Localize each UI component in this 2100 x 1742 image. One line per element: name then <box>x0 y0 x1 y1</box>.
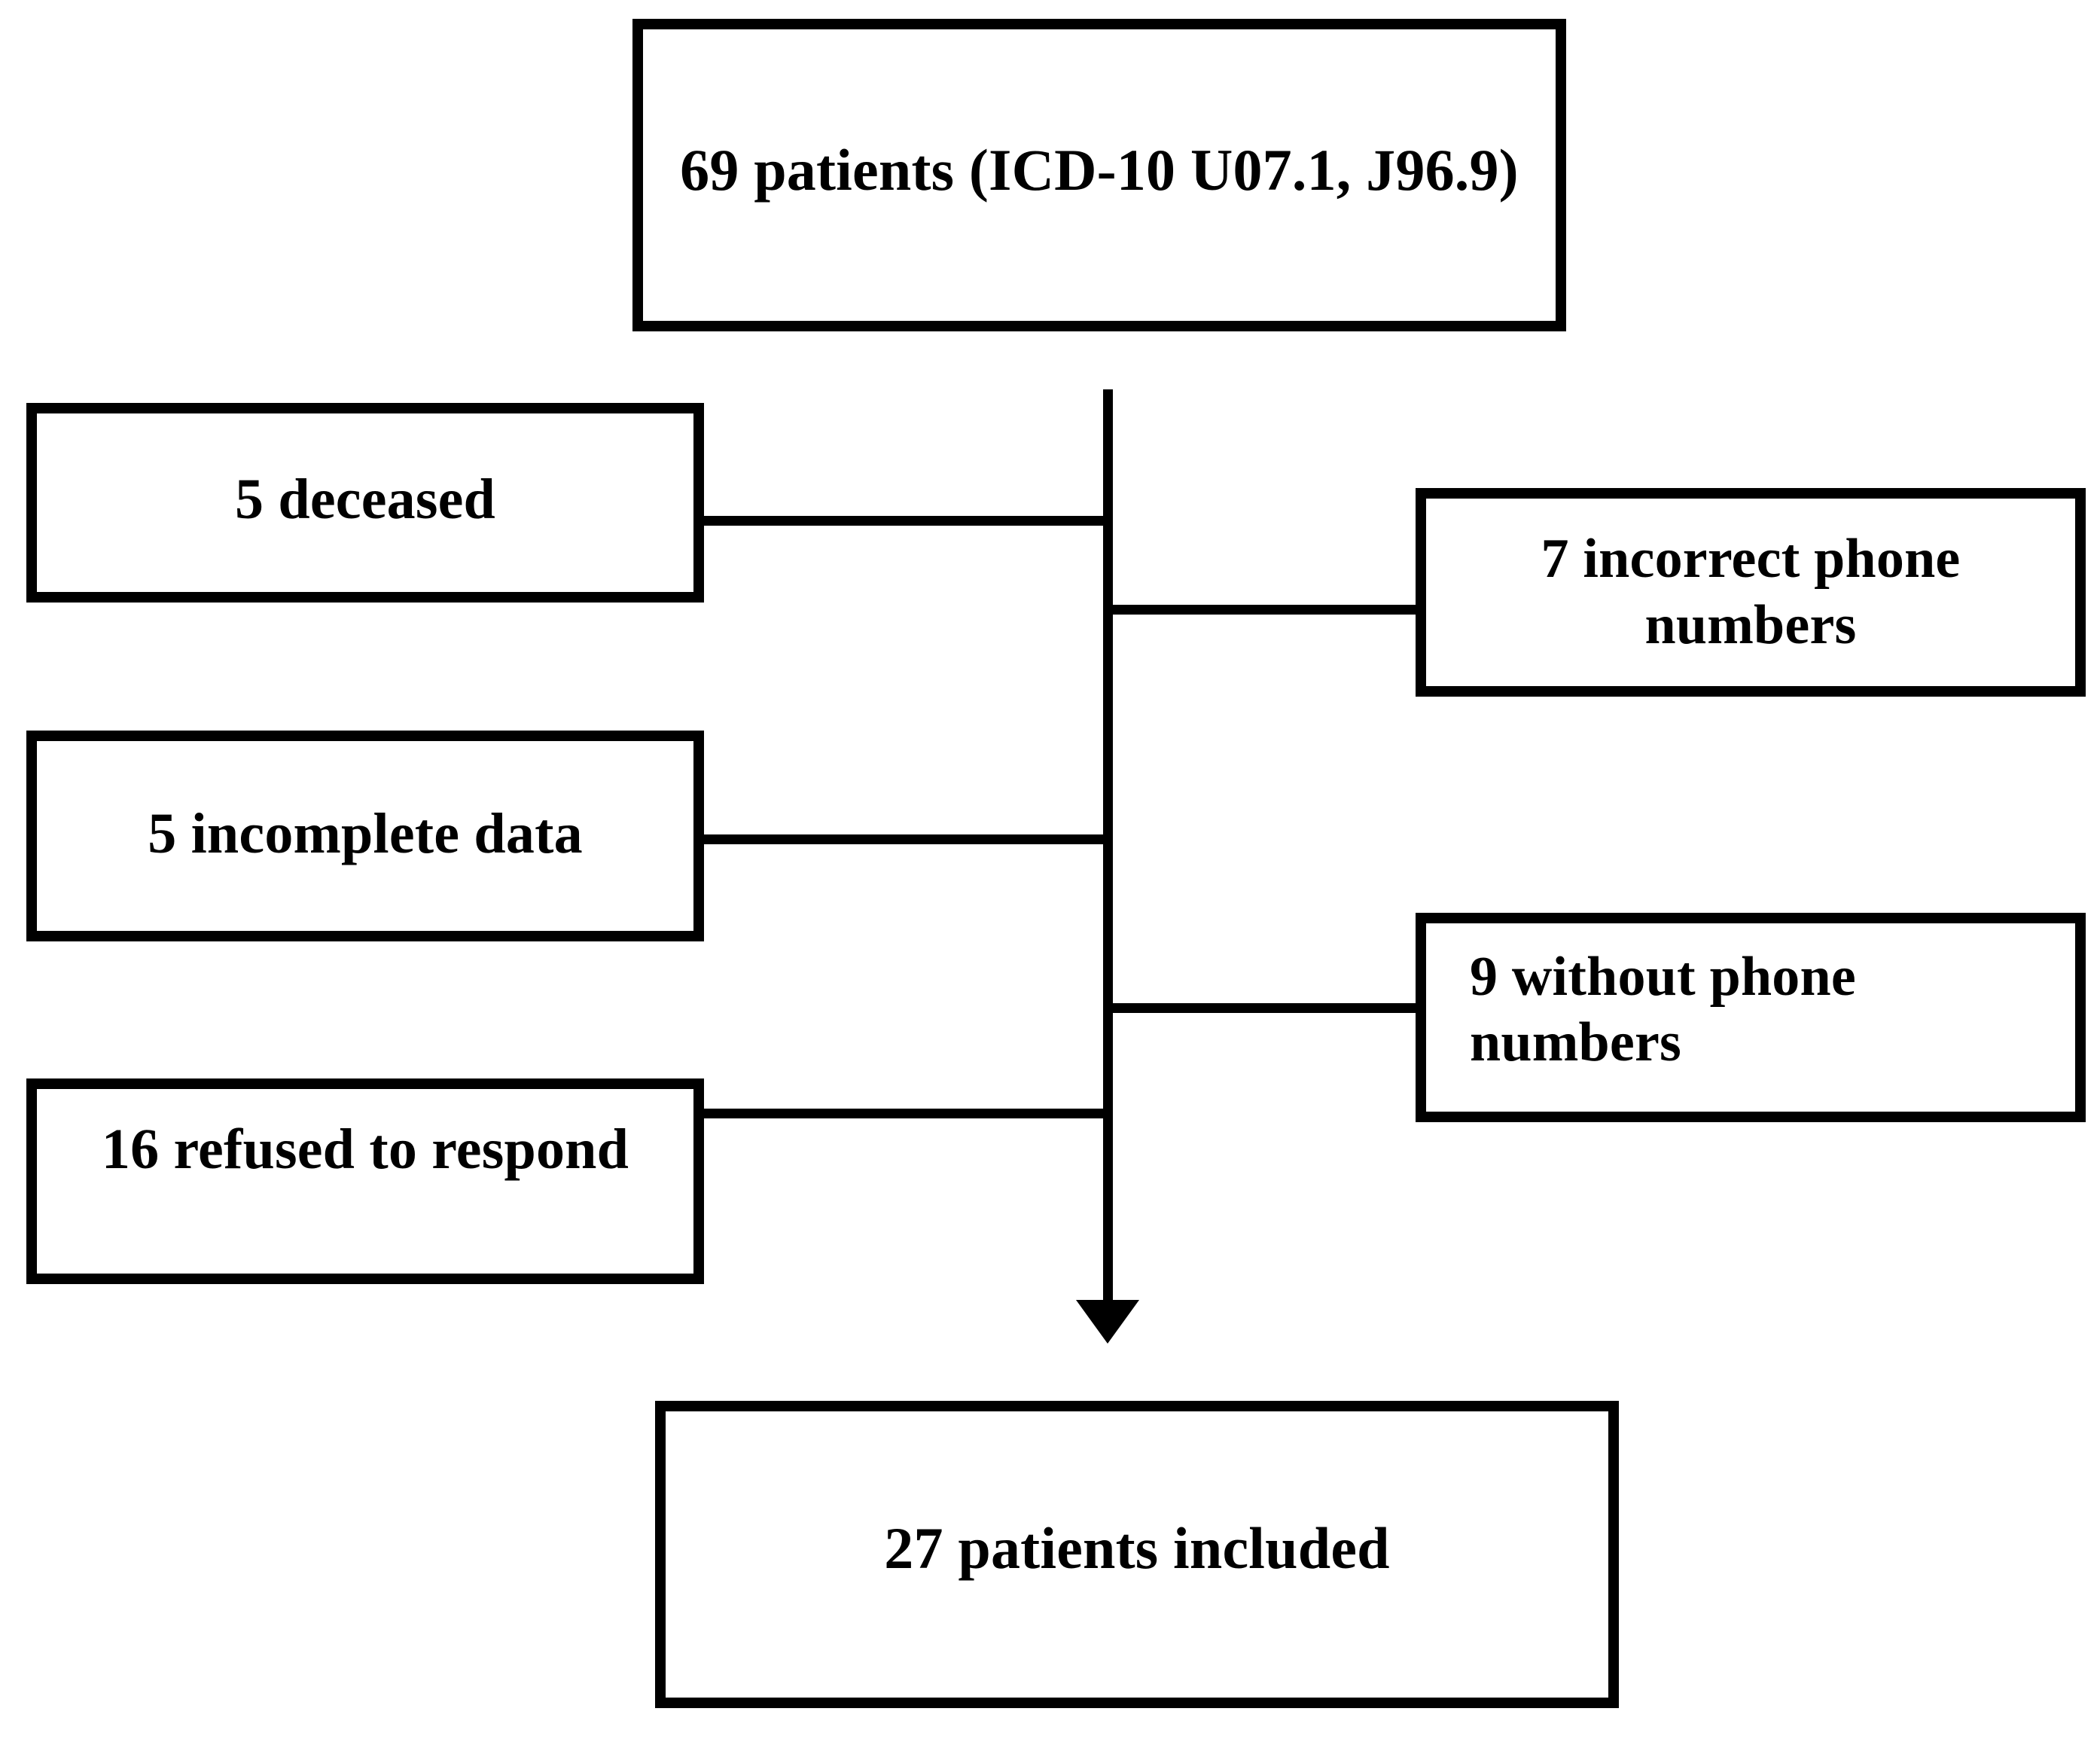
node-without-phone-numbers-line2: numbers <box>1470 1011 1681 1073</box>
node-incorrect-phone-numbers-label: 7 incorrect phone numbers <box>1426 526 2075 658</box>
node-deceased: 5 deceased <box>26 403 704 603</box>
node-without-phone-numbers-label: 9 without phone numbers <box>1426 944 2075 1076</box>
node-incomplete-data: 5 incomplete data <box>26 731 704 941</box>
connector-no-phone <box>1103 1003 1423 1013</box>
node-refused-to-respond-label: 16 refused to respond <box>101 1118 629 1181</box>
connector-deceased <box>696 516 1109 526</box>
connector-refused <box>696 1109 1109 1118</box>
node-incorrect-phone-numbers: 7 incorrect phone numbers <box>1416 488 2086 697</box>
node-deceased-label: 5 deceased <box>234 467 496 531</box>
node-source-population-label: 69 patients (ICD-10 U07.1, J96.9) <box>680 137 1519 203</box>
node-incomplete-data-label: 5 incomplete data <box>148 802 583 866</box>
node-incorrect-phone-numbers-line1: 7 incorrect phone <box>1541 528 1961 590</box>
arrow-down-icon <box>1076 1300 1139 1344</box>
node-without-phone-numbers: 9 without phone numbers <box>1416 913 2086 1122</box>
connector-incomplete-data <box>696 834 1109 844</box>
node-patients-included-label: 27 patients included <box>884 1515 1390 1581</box>
connector-incorrect-phone <box>1103 605 1423 615</box>
node-source-population: 69 patients (ICD-10 U07.1, J96.9) <box>632 19 1566 331</box>
node-patients-included: 27 patients included <box>655 1401 1619 1708</box>
node-incorrect-phone-numbers-line2: numbers <box>1644 593 1857 656</box>
node-refused-to-respond: 16 refused to respond <box>26 1078 704 1284</box>
flow-spine-line <box>1103 389 1113 1323</box>
node-without-phone-numbers-line1: 9 without phone <box>1470 945 1856 1008</box>
